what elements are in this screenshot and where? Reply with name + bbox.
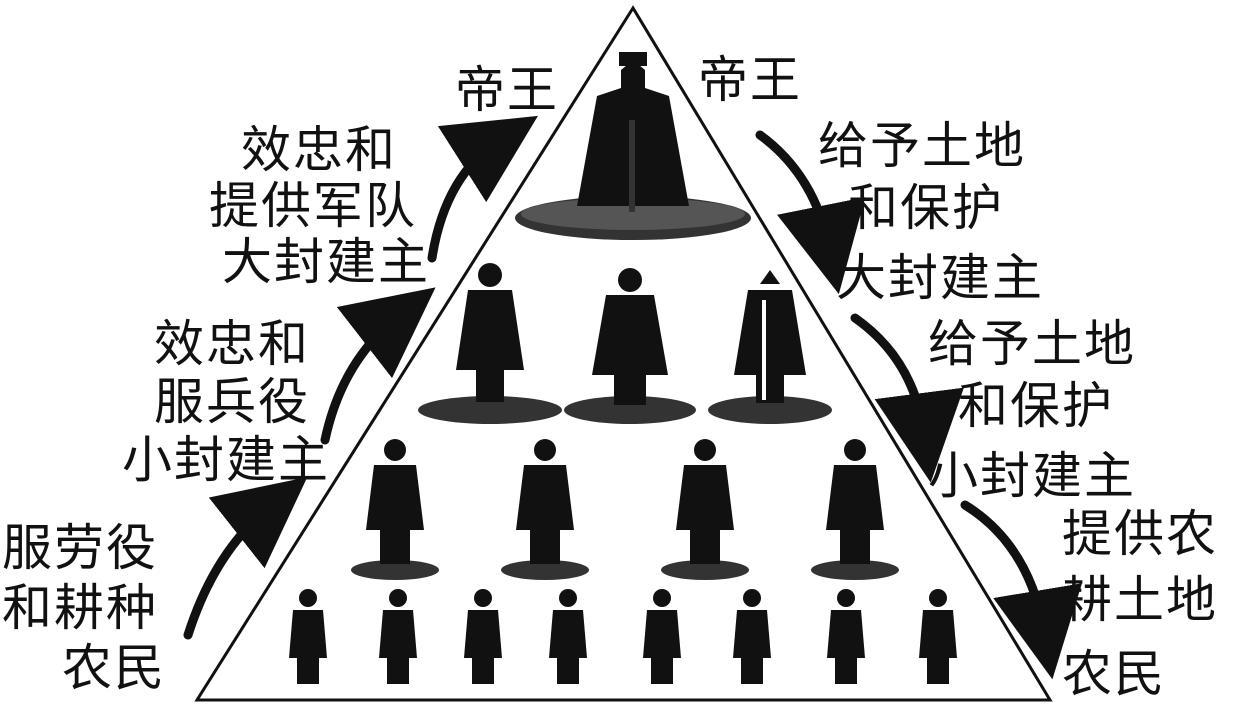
- lesser-lord-figures: [351, 439, 899, 580]
- right-grant-3-line-1: 提供农: [1062, 505, 1218, 563]
- arrow-great-lord-to-emperor: [427, 115, 538, 263]
- left-label-peasant: 农民: [62, 639, 166, 697]
- peasant-figure: [549, 589, 587, 684]
- left-label-great-lord: 大封建主: [222, 233, 430, 291]
- left-duty-1-line-1: 效忠和: [241, 121, 397, 179]
- great-lord-figures: [418, 263, 832, 424]
- arrow-emperor-to-great-lord: [755, 130, 866, 295]
- emperor-figure: [515, 52, 751, 240]
- peasant-figure: [733, 589, 771, 684]
- left-arrows: [183, 115, 538, 640]
- lesser-lord-figure: [811, 439, 899, 580]
- peasant-figure: [827, 589, 865, 684]
- left-duty-3-line-1: 服劳役: [2, 519, 158, 577]
- peasant-figure: [379, 589, 417, 684]
- left-duty-2-line-2: 服兵役: [154, 373, 310, 431]
- right-label-peasant: 农民: [1062, 645, 1166, 703]
- lesser-lord-figure: [661, 439, 749, 580]
- left-duty-1-line-2: 提供军队: [209, 177, 417, 235]
- right-label-great-lord: 大封建主: [836, 249, 1044, 307]
- great-lord-figure: [564, 268, 696, 424]
- left-label-emperor: 帝王: [455, 61, 559, 119]
- peasant-figure: [643, 589, 681, 684]
- right-label-lesser-lord: 小封建主: [928, 447, 1136, 505]
- lesser-lord-figure: [351, 439, 439, 580]
- right-grant-2-line-1: 给予土地: [928, 315, 1136, 373]
- great-lord-figure: [708, 270, 832, 424]
- peasant-figure: [919, 589, 957, 684]
- lesser-lord-figure: [501, 439, 589, 580]
- arrow-lesser-to-great-lord: [320, 287, 436, 445]
- left-duty-2-line-1: 效忠和: [154, 315, 310, 373]
- left-duty-3-line-2: 和耕种: [2, 579, 158, 637]
- right-arrows: [755, 130, 1082, 680]
- peasant-figure: [289, 589, 327, 684]
- right-grant-2-line-2: 和保护: [958, 377, 1114, 435]
- arrow-great-lord-to-lesser-lord: [850, 313, 964, 483]
- right-label-emperor: 帝王: [698, 51, 802, 109]
- arrow-peasant-to-lesser-lord: [183, 477, 308, 640]
- right-grant-1-line-1: 给予土地: [818, 117, 1026, 175]
- peasant-figures: [289, 589, 957, 684]
- right-grant-1-line-2: 和保护: [848, 179, 1004, 237]
- great-lord-figure: [418, 263, 562, 424]
- peasant-figure: [464, 589, 502, 684]
- left-label-lesser-lord: 小封建主: [122, 431, 330, 489]
- right-grant-3-line-2: 耕土地: [1062, 571, 1218, 629]
- arrow-lesser-lord-to-peasant: [960, 500, 1082, 680]
